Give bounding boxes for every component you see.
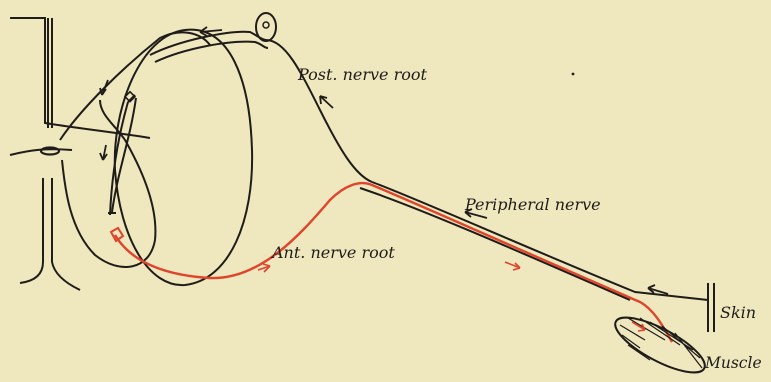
motor-neuron [109, 226, 125, 243]
anterior-nerve-root [113, 181, 674, 343]
skin-marker [707, 283, 715, 332]
muscle [614, 316, 706, 374]
arrow-skin [647, 284, 669, 295]
central-canal [39, 146, 61, 156]
posterior-nerve-root-inner [154, 40, 269, 63]
label-skin: Skin [720, 303, 756, 322]
ganglion-cell [262, 21, 270, 29]
label-post-nerve-root: Post. nerve root [297, 65, 427, 84]
label-ant-nerve-root: Ant. nerve root [270, 243, 395, 262]
arrow-motor-2 [504, 261, 521, 271]
posterior-nerve-root [149, 30, 373, 183]
arrow-peripheral [464, 208, 488, 219]
speck [571, 72, 575, 76]
synapse-knob [123, 90, 137, 103]
arrow-ganglion-left [199, 26, 223, 37]
peripheral-nerve-sensory-2 [359, 187, 631, 301]
anterior-median-fissure [19, 178, 81, 291]
grey-matter-posterior-horn [59, 31, 211, 141]
peripheral-nerve-sensory [371, 181, 709, 301]
label-muscle: Muscle [704, 354, 762, 372]
arrow-grey-matter-1 [99, 79, 109, 96]
label-peripheral-nerve: Peripheral nerve [464, 195, 601, 214]
sensory-collateral-2 [108, 97, 137, 214]
arrow-posterior-root [319, 95, 334, 109]
spinal-cord-outline [9, 17, 151, 156]
spinal-cord-section [113, 28, 254, 287]
arrow-grey-matter-2 [99, 144, 108, 161]
grey-matter-anterior-horn [61, 99, 157, 268]
arrow-motor-3 [631, 321, 646, 332]
arrow-motor-1 [257, 263, 271, 273]
posterior-median-septum [47, 18, 53, 128]
